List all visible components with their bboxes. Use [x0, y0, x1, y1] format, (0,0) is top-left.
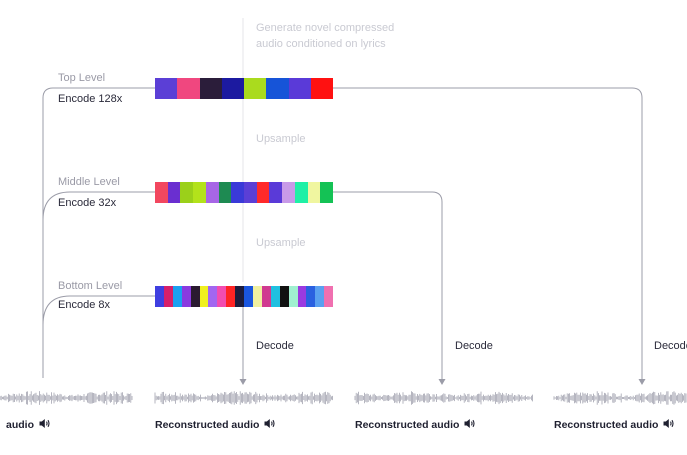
- decode-label-middle: Decode: [455, 340, 493, 352]
- token-segment: [288, 286, 298, 307]
- decode-path-top: [333, 87, 643, 380]
- decode-path-middle: [333, 191, 443, 380]
- bottom-level-label: Bottom Level: [58, 280, 123, 292]
- token-segment: [199, 78, 222, 99]
- token-segment: [167, 182, 181, 203]
- middle-encode-label: Encode 32x: [58, 197, 117, 209]
- token-segment: [155, 78, 178, 99]
- audio-waveform: [154, 391, 333, 405]
- audio-label-text: audio: [6, 419, 34, 431]
- waveform-path: [0, 391, 133, 405]
- token-segment: [261, 286, 271, 307]
- token-segment: [266, 78, 289, 99]
- arrow-down-icon: [438, 379, 446, 385]
- reconstructed-audio-middle[interactable]: Reconstructed audio: [355, 418, 476, 432]
- token-segment: [269, 182, 283, 203]
- decode-label-top: Decode: [654, 340, 687, 352]
- token-segment: [155, 182, 168, 203]
- token-segment: [221, 78, 244, 99]
- waveform-path: [354, 391, 533, 405]
- token-segment: [199, 286, 209, 307]
- token-segment: [235, 286, 245, 307]
- token-bar-bottom: [155, 286, 334, 307]
- token-segment: [244, 182, 257, 203]
- encode-path-bottom: [42, 295, 155, 326]
- audio-waveform: [0, 391, 133, 405]
- top-level-label: Top Level: [58, 72, 106, 84]
- token-segment: [256, 182, 270, 203]
- token-segment: [306, 286, 316, 307]
- token-segment: [190, 286, 200, 307]
- token-segment: [231, 182, 245, 203]
- token-segment: [205, 182, 219, 203]
- token-segment: [279, 286, 289, 307]
- arrow-down-icon: [239, 379, 247, 385]
- speaker-icon[interactable]: [264, 418, 276, 432]
- token-segment: [218, 182, 232, 203]
- audio-label-text: Reconstructed audio: [554, 419, 659, 431]
- speaker-icon[interactable]: [464, 418, 476, 432]
- upsample-label-1: Upsample: [256, 133, 306, 145]
- token-segment: [294, 182, 308, 203]
- token-segment: [181, 286, 191, 307]
- token-segment: [310, 78, 333, 99]
- encode-path-middle: [42, 191, 155, 221]
- token-segment: [217, 286, 227, 307]
- token-segment: [288, 78, 311, 99]
- reconstructed-audio-top[interactable]: Reconstructed audio: [554, 418, 675, 432]
- token-segment: [177, 78, 200, 99]
- encode-path-top: [42, 87, 155, 378]
- token-segment: [180, 182, 194, 203]
- speaker-icon[interactable]: [39, 418, 51, 432]
- upsample-label-2: Upsample: [256, 237, 306, 249]
- token-segment: [307, 182, 321, 203]
- audio-waveform: [354, 391, 533, 405]
- arrow-down-icon: [638, 379, 646, 385]
- decode-label-bottom: Decode: [256, 340, 294, 352]
- audio-waveform: [553, 391, 687, 405]
- token-segment: [315, 286, 325, 307]
- token-segment: [282, 182, 295, 203]
- token-segment: [226, 286, 236, 307]
- audio-label-text: Reconstructed audio: [355, 419, 460, 431]
- waveform-path: [553, 391, 687, 405]
- waveform-path: [154, 391, 333, 405]
- top-encode-label: Encode 128x: [58, 93, 123, 105]
- token-bar-top: [155, 78, 333, 99]
- token-segment: [163, 286, 173, 307]
- generate-annotation: Generate novel compressed audio conditio…: [256, 20, 394, 52]
- middle-level-label: Middle Level: [58, 176, 120, 188]
- token-segment: [208, 286, 218, 307]
- speaker-icon[interactable]: [663, 418, 675, 432]
- token-segment: [320, 182, 334, 203]
- token-segment: [270, 286, 280, 307]
- token-segment: [193, 182, 206, 203]
- token-segment: [155, 286, 164, 307]
- audio-label-text: Reconstructed audio: [155, 419, 260, 431]
- token-segment: [297, 286, 307, 307]
- token-segment: [324, 286, 334, 307]
- reconstructed-audio-bottom[interactable]: Reconstructed audio: [155, 418, 276, 432]
- token-segment: [244, 78, 267, 99]
- token-segment: [172, 286, 182, 307]
- token-segment: [252, 286, 262, 307]
- bottom-encode-label: Encode 8x: [58, 299, 110, 311]
- audio-label-input[interactable]: audio: [6, 418, 51, 432]
- token-segment: [244, 286, 253, 307]
- generate-line-2: audio conditioned on lyrics: [256, 38, 386, 50]
- token-bar-middle: [155, 182, 334, 203]
- generate-line-1: Generate novel compressed: [256, 22, 395, 34]
